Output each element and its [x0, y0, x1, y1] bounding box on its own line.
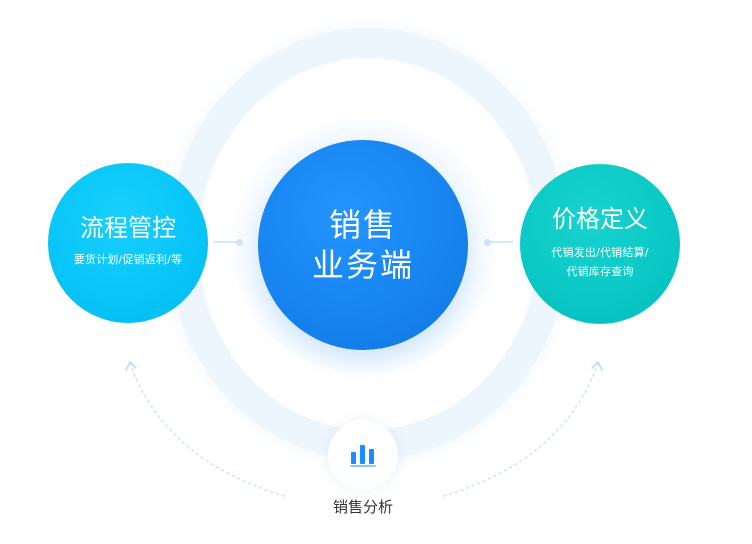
right-connector [484, 238, 513, 246]
bar-chart-icon-baseline [350, 465, 376, 467]
process-control-node: 流程管控 要货计划/促销返利/等 [48, 163, 208, 323]
arrowhead-left [125, 361, 137, 371]
left-connector-dot [236, 238, 243, 246]
bar-chart-icon-bar-3 [369, 449, 374, 464]
bar-chart-icon-bar-2 [360, 445, 365, 464]
sales-analysis-label: 销售分析 [332, 498, 393, 516]
price-definition-title: 价格定义 [552, 204, 648, 233]
bar-chart-icon [350, 445, 376, 467]
bar-chart-icon-bar-1 [351, 452, 356, 464]
arrowhead-right [591, 361, 603, 371]
process-control-subtitle: 要货计划/促销返利/等 [73, 253, 183, 266]
sales-business-title: 销售业务端 [311, 206, 414, 284]
process-control-title: 流程管控 [80, 214, 176, 242]
sales-analysis-badge [328, 420, 398, 490]
right-connector-dot [484, 238, 491, 246]
price-definition-node: 价格定义 代销发出/代销结算/代销库存查询 [520, 164, 680, 324]
price-definition-subtitle: 代销发出/代销结算/代销库存查询 [551, 245, 649, 278]
sales-business-node: 销售业务端 [258, 140, 468, 350]
left-connector [214, 238, 243, 246]
